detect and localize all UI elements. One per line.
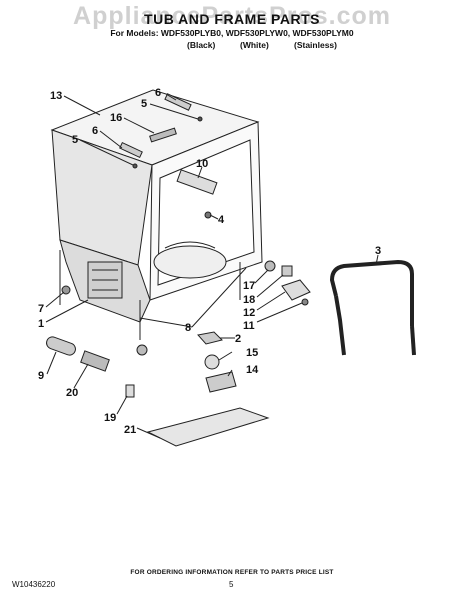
callout-9: 9 — [38, 370, 45, 382]
leader-line — [218, 351, 233, 361]
document-code: W10436220 — [12, 580, 56, 589]
color-label-stainless: (Stainless) — [294, 40, 337, 50]
screw — [132, 163, 138, 169]
leader-line — [209, 214, 219, 220]
leader-line — [116, 395, 128, 415]
model-list: For Models: WDF530PLYB0, WDF530PLYW0, WD… — [110, 28, 354, 38]
leader-line — [46, 351, 57, 375]
top-bracket — [164, 93, 192, 111]
leader-line — [191, 267, 247, 328]
leader-line — [256, 302, 303, 323]
door-gasket-side — [410, 325, 416, 356]
leader-line — [254, 269, 269, 284]
watermark: AppliancePartsPros.com — [73, 2, 391, 30]
callout-5-upper: 5 — [141, 98, 148, 110]
leader-line — [45, 291, 65, 308]
callout-18: 18 — [243, 294, 256, 306]
callout-15: 15 — [246, 347, 259, 359]
callout-3: 3 — [375, 245, 382, 257]
screw — [197, 116, 203, 122]
sump-rim — [164, 241, 216, 249]
leader-line — [375, 254, 379, 266]
color-label-black: (Black) — [187, 40, 216, 50]
callout-14: 14 — [246, 364, 259, 376]
clip-part — [281, 265, 293, 277]
leader-line — [63, 95, 101, 116]
callout-5-lower: 5 — [72, 134, 79, 146]
callout-8: 8 — [185, 322, 192, 334]
callout-4: 4 — [218, 214, 225, 226]
toe-panel — [146, 407, 270, 447]
door-gasket-side — [334, 295, 346, 356]
part-20 — [80, 350, 110, 372]
part-14 — [205, 371, 237, 393]
callout-11: 11 — [243, 320, 255, 332]
callout-20: 20 — [66, 387, 79, 399]
callout-16: 16 — [110, 112, 123, 124]
leader-line — [256, 291, 286, 311]
diagram-title: TUB AND FRAME PARTS — [144, 11, 320, 27]
page-number: 5 — [229, 580, 234, 589]
callout-2: 2 — [235, 333, 242, 345]
callout-17: 17 — [243, 280, 256, 292]
leader-line — [79, 139, 134, 166]
callout-10: 10 — [196, 158, 209, 170]
leg-foot — [264, 260, 276, 272]
leader-line — [73, 363, 89, 389]
callout-7: 7 — [38, 303, 45, 315]
part-19 — [125, 384, 135, 398]
leader-line — [99, 130, 123, 149]
ordering-note: FOR ORDERING INFORMATION REFER TO PARTS … — [130, 569, 334, 576]
color-label-white: (White) — [240, 40, 269, 50]
callout-6-lower: 6 — [92, 125, 99, 137]
callout-13: 13 — [50, 90, 63, 102]
callout-21: 21 — [124, 424, 137, 436]
screw-part — [301, 298, 309, 306]
leader-line — [136, 427, 161, 439]
callout-12: 12 — [243, 307, 256, 319]
leader-line — [165, 93, 177, 101]
leader-line — [45, 299, 89, 323]
callout-6-upper: 6 — [155, 87, 162, 99]
door-gasket — [329, 259, 414, 326]
tub-sump — [153, 245, 227, 279]
leader-line — [197, 166, 203, 179]
part-15 — [204, 354, 220, 370]
part-9 — [46, 336, 76, 356]
leader-line — [227, 369, 233, 377]
leader-line — [256, 274, 284, 298]
part-2 — [197, 331, 223, 345]
top-bracket-gasket — [149, 127, 177, 143]
callout-1: 1 — [38, 318, 45, 330]
leveling-foot — [136, 344, 148, 356]
top-bracket — [119, 141, 143, 159]
leader-line — [149, 103, 199, 120]
leader-line — [123, 117, 155, 134]
callout-19: 19 — [104, 412, 117, 424]
mounting-bracket — [281, 279, 311, 301]
leader-line — [139, 317, 193, 328]
